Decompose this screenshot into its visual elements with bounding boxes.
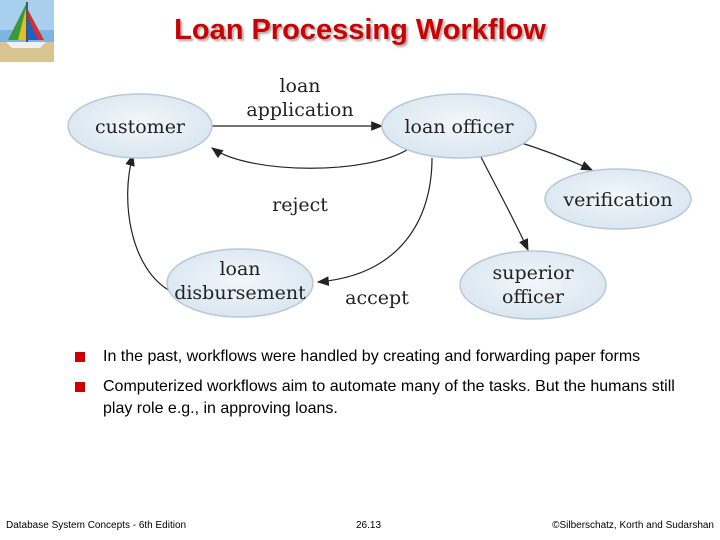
footer-page-number: 26.13 [356,520,382,531]
node-label: loan [219,258,260,280]
list-item: In the past, workflows were handled by c… [75,346,675,368]
node-label: verification [562,189,672,211]
bullet-text: Computerized workflows aim to automate m… [103,378,675,417]
list-item: Computerized workflows aim to automate m… [75,376,675,420]
node-label: loan officer [404,116,514,138]
edge-label-loan-application-1: loan [279,75,320,97]
node-superior-officer: superior officer [459,250,607,320]
edge-to-superior-officer [479,154,529,252]
node-label: officer [502,286,565,308]
sailboat-logo-icon [0,0,54,62]
node-label: superior [492,262,574,284]
footer: Database System Concepts - 6th Edition 2… [0,516,720,540]
node-loan-officer: loan officer [381,93,537,159]
edge-disbursement-to-customer [125,153,173,293]
edge-label-loan-application-2: application [246,99,353,121]
workflow-diagram: customer loan officer verification super… [67,75,692,320]
node-verification: verification [544,168,692,230]
bullet-list: In the past, workflows were handled by c… [75,346,675,428]
edge-accept [316,157,433,286]
page-title: Loan Processing Workflow [174,14,546,46]
node-label: customer [95,116,186,138]
edge-label-reject: reject [272,194,328,216]
node-loan-disbursement: loan disbursement [166,248,314,318]
bullet-square-icon [75,352,85,362]
bullet-square-icon [75,382,85,392]
bullet-text: In the past, workflows were handled by c… [103,348,641,365]
edge-label-accept: accept [345,287,409,309]
edge-reject [211,147,411,169]
node-customer: customer [67,93,213,159]
footer-right: ©Silberschatz, Korth and Sudarshan [552,520,714,531]
node-label: disbursement [174,282,306,304]
edge-to-verification [511,139,594,171]
footer-left: Database System Concepts - 6th Edition [6,520,187,531]
